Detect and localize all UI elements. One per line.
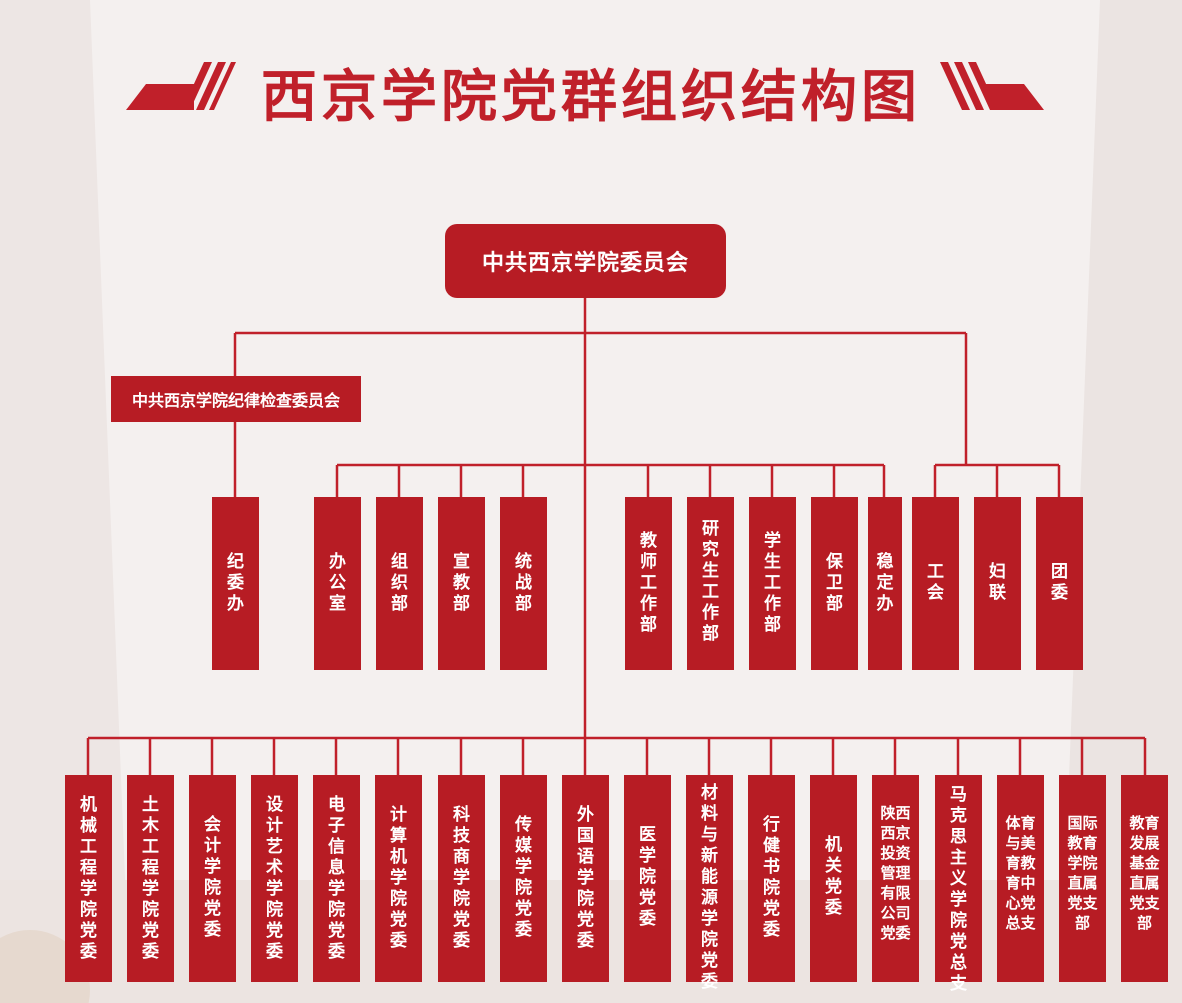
unit-node: 陕西西京投资管理有限公司党委: [872, 775, 919, 982]
dept-node: 学生工作部: [749, 497, 796, 670]
unit-node: 体育与美育教育中心党总支: [997, 775, 1044, 982]
dept-node: 办公室: [314, 497, 361, 670]
mass-org-node: 团委: [1036, 497, 1083, 670]
unit-node: 会计学院党委: [189, 775, 236, 982]
unit-node: 土木工程学院党委: [127, 775, 174, 982]
unit-node: 国际教育学院直属党支部: [1059, 775, 1106, 982]
dept-node: 宣教部: [438, 497, 485, 670]
unit-node: 马克思主义学院党总支: [935, 775, 982, 994]
unit-node: 医学院党委: [624, 775, 671, 982]
discipline-office-node: 纪委办: [212, 497, 259, 670]
mass-org-node: 妇联: [974, 497, 1021, 670]
unit-node: 教育发展基金直属党支部: [1121, 775, 1168, 982]
unit-node: 机关党委: [810, 775, 857, 982]
unit-node: 传媒学院党委: [500, 775, 547, 982]
dept-node: 保卫部: [811, 497, 858, 670]
dept-node: 统战部: [500, 497, 547, 670]
unit-node: 电子信息学院党委: [313, 775, 360, 982]
right-title-stripes: [940, 62, 1044, 110]
dept-node: 稳定办: [868, 497, 902, 670]
left-title-stripes: [126, 62, 236, 110]
mass-org-node: 工会: [912, 497, 959, 670]
dept-node: 教师工作部: [625, 497, 672, 670]
unit-node: 科技商学院党委: [438, 775, 485, 982]
unit-node: 设计艺术学院党委: [251, 775, 298, 982]
unit-node: 外国语学院党委: [562, 775, 609, 982]
unit-node: 材料与新能源学院党委: [686, 775, 733, 992]
unit-node: 计算机学院党委: [375, 775, 422, 982]
discipline-committee-node: 中共西京学院纪律检查委员会: [111, 376, 361, 422]
dept-node: 组织部: [376, 497, 423, 670]
unit-node: 行健书院党委: [748, 775, 795, 982]
page-title: 西京学院党群组织结构图: [261, 65, 921, 130]
unit-node: 机械工程学院党委: [65, 775, 112, 982]
dept-node: 研究生工作部: [687, 497, 734, 670]
top-node-party-committee: 中共西京学院委员会: [445, 224, 726, 298]
